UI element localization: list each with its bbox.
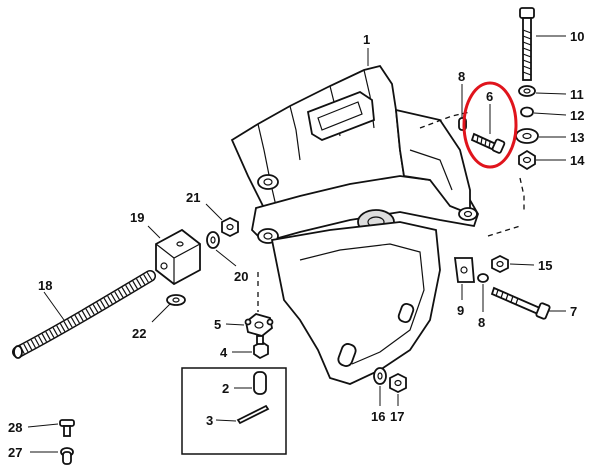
nut-part-21 [205, 203, 239, 238]
highlight-circle-part-6 [462, 81, 518, 169]
callout-22: 22 [132, 326, 146, 341]
main-bracket-housing [230, 64, 479, 385]
fitting-part-5 [225, 313, 274, 337]
callout-8a: 8 [458, 69, 465, 84]
pin-part-8-bottom [477, 273, 489, 312]
fitting-part-27 [30, 447, 74, 465]
callout-9: 9 [457, 303, 464, 318]
screw-part-28 [27, 419, 75, 437]
bolt-part-7 [490, 286, 566, 320]
flex-cable-part-18 [12, 270, 156, 359]
callout-7: 7 [570, 304, 577, 319]
callout-2: 2 [222, 381, 229, 396]
callout-19: 19 [130, 210, 144, 225]
washer-part-16 [373, 367, 387, 406]
nut-part-15 [491, 254, 535, 274]
screw-part-4 [232, 335, 269, 360]
callout-5: 5 [214, 317, 221, 332]
callout-12: 12 [570, 108, 584, 123]
parts-box-2-3 [181, 367, 287, 455]
callout-14: 14 [570, 153, 585, 168]
block-part-19 [147, 225, 201, 286]
nut-part-17 [389, 372, 407, 406]
callout-28: 28 [8, 420, 22, 435]
bolt-stack [515, 7, 567, 171]
callout-1: 1 [363, 32, 370, 47]
callout-20: 20 [234, 269, 248, 284]
washer-part-20 [206, 231, 237, 267]
callout-3: 3 [206, 413, 213, 428]
callout-labels: 1 2 3 4 5 6 7 8 8 9 10 11 12 13 14 15 16… [8, 29, 585, 460]
bolt-part-6 [470, 132, 506, 154]
callout-11: 11 [570, 87, 584, 102]
callout-27: 27 [8, 445, 22, 460]
callout-13: 13 [570, 130, 584, 145]
callout-4: 4 [220, 345, 228, 360]
callout-8b: 8 [478, 315, 485, 330]
washer-part-22 [151, 294, 186, 323]
callout-15: 15 [538, 258, 552, 273]
callout-17: 17 [390, 409, 404, 424]
callout-6: 6 [486, 89, 493, 104]
plate-part-9 [453, 257, 475, 300]
callout-21: 21 [186, 190, 200, 205]
callout-18: 18 [38, 278, 52, 293]
callout-10: 10 [570, 29, 584, 44]
callout-16: 16 [371, 409, 385, 424]
